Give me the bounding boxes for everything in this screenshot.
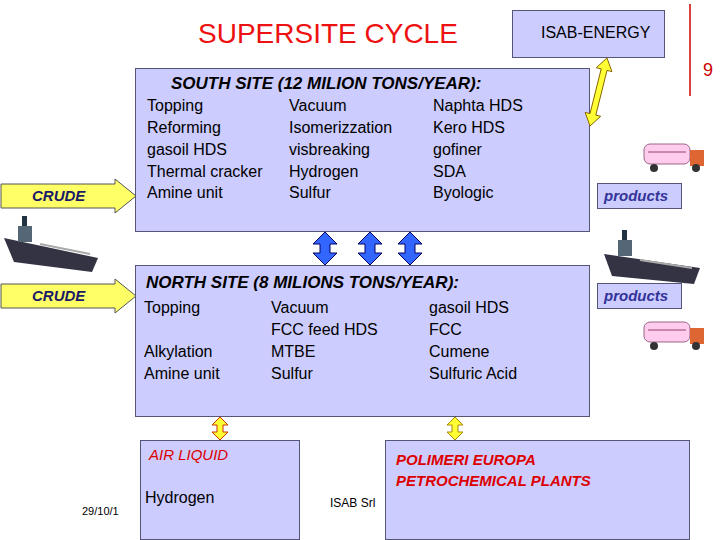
node-text: Hydrogen xyxy=(289,163,358,181)
arrow-outline xyxy=(1,179,136,213)
node-text: visbreaking xyxy=(289,141,370,159)
node-heading: POLIMERI EUROPA PETROCHEMICAL PLANTS xyxy=(396,449,646,491)
truck xyxy=(644,322,704,350)
node-text: Thermal cracker xyxy=(147,163,263,181)
node-text: FCC feed HDS xyxy=(271,321,378,339)
node-heading: products xyxy=(604,287,668,304)
title: SUPERSITE CYCLE xyxy=(198,18,458,50)
node-text: Topping xyxy=(144,299,200,317)
input-arrow: CRUDE xyxy=(0,178,137,214)
label: ISAB Srl xyxy=(330,496,375,510)
node-text: Vacuum xyxy=(289,97,347,115)
node-text: gasoil HDS xyxy=(147,141,227,159)
node-text: SDA xyxy=(433,163,466,181)
node-heading: NORTH SITE (8 MILIONS TONS/YEAR): xyxy=(146,273,459,293)
node-text: Cumene xyxy=(429,343,489,361)
node-text: Reforming xyxy=(147,119,221,137)
input-arrow: CRUDE xyxy=(0,278,137,314)
node-heading: CRUDE xyxy=(32,187,85,204)
node-text: Vacuum xyxy=(271,299,329,317)
label: 9 xyxy=(703,60,713,81)
node-heading: CRUDE xyxy=(32,287,85,304)
flow-arrow xyxy=(358,232,382,265)
output-box: products xyxy=(597,283,682,309)
node-text: Amine unit xyxy=(147,184,223,202)
node-heading: SOUTH SITE (12 MILION TONS/YEAR): xyxy=(171,74,481,94)
node-text: Amine unit xyxy=(144,365,220,383)
node-text: gasoil HDS xyxy=(429,299,509,317)
node-text: gofiner xyxy=(433,141,482,159)
flow-arrow xyxy=(585,58,612,126)
site-box: NORTH SITE (8 MILIONS TONS/YEAR): Topping… xyxy=(135,265,590,417)
node-text: Kero HDS xyxy=(433,119,505,137)
node-heading: products xyxy=(604,187,668,204)
plant-box: POLIMERI EUROPA PETROCHEMICAL PLANTS xyxy=(385,440,690,540)
node-text: MTBE xyxy=(271,343,315,361)
flow-arrow xyxy=(398,232,422,265)
flow-arrow xyxy=(447,417,463,440)
node-text: Topping xyxy=(147,97,203,115)
node-text: Naphta HDS xyxy=(433,97,523,115)
label: 29/10/1 xyxy=(82,505,119,517)
supplier-box: AIR LIQUID Hydrogen xyxy=(140,440,300,540)
node-text: Sulfuric Acid xyxy=(429,365,517,383)
node-text: Sulfur xyxy=(289,184,331,202)
output-box: products xyxy=(597,183,682,209)
node-text: Hydrogen xyxy=(145,489,214,507)
site-box: SOUTH SITE (12 MILION TONS/YEAR): Topping… xyxy=(135,68,590,232)
node-text: Isomerizzation xyxy=(289,119,392,137)
arrow-outline xyxy=(1,279,136,313)
flow-arrow xyxy=(212,417,228,440)
divider-line xyxy=(689,4,691,96)
node-text: Byologic xyxy=(433,184,493,202)
partner-box: ISAB-ENERGY xyxy=(512,10,665,58)
ship xyxy=(4,216,98,272)
node-text: FCC xyxy=(429,321,462,339)
node-text: Alkylation xyxy=(144,343,212,361)
truck xyxy=(644,144,704,172)
flow-arrow xyxy=(313,232,337,265)
node-heading: AIR LIQUID xyxy=(149,446,228,463)
node-heading: ISAB-ENERGY xyxy=(541,24,650,42)
node-text: Sulfur xyxy=(271,365,313,383)
ship xyxy=(604,230,700,284)
